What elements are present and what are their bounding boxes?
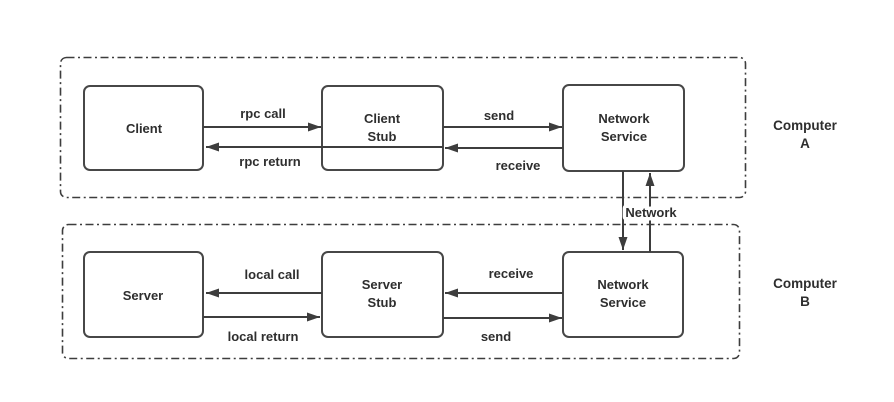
server-stub-box — [321, 251, 444, 338]
send-b-label: send — [481, 329, 511, 344]
computer-a-label-line1: Computer — [773, 118, 837, 133]
server-label: Server — [123, 288, 163, 303]
network-service-b-label-line2: Service — [600, 295, 646, 310]
computer-b-label-line1: Computer — [773, 276, 837, 291]
client-stub-box — [321, 85, 444, 171]
computer-a-label-line2: A — [800, 136, 810, 151]
network-service-a-box — [562, 84, 685, 172]
server-stub-label-line2: Stub — [368, 295, 397, 310]
network-service-b-label-line1: Network — [597, 277, 649, 292]
network-link-label: Network — [625, 205, 677, 220]
receive-b-label: receive — [489, 266, 534, 281]
computer-b-boundary — [61, 223, 741, 360]
send-a-label: send — [484, 108, 514, 123]
network-service-a-label-line2: Service — [601, 129, 647, 144]
rpc-return-label: rpc return — [239, 154, 300, 169]
computer-a-boundary — [59, 56, 747, 199]
local-return-label: local return — [228, 329, 299, 344]
server-box — [83, 251, 204, 338]
local-call-label: local call — [245, 267, 300, 282]
computer-b-label-line2: B — [800, 294, 810, 309]
network-service-a-label-line1: Network — [598, 111, 650, 126]
server-stub-label-line1: Server — [362, 277, 402, 292]
receive-a-label: receive — [496, 158, 541, 173]
client-stub-label-line1: Client — [364, 111, 401, 126]
client-label: Client — [126, 121, 163, 136]
rpc-call-label: rpc call — [240, 106, 286, 121]
network-service-b-box — [562, 251, 684, 338]
client-stub-label-line2: Stub — [368, 129, 397, 144]
